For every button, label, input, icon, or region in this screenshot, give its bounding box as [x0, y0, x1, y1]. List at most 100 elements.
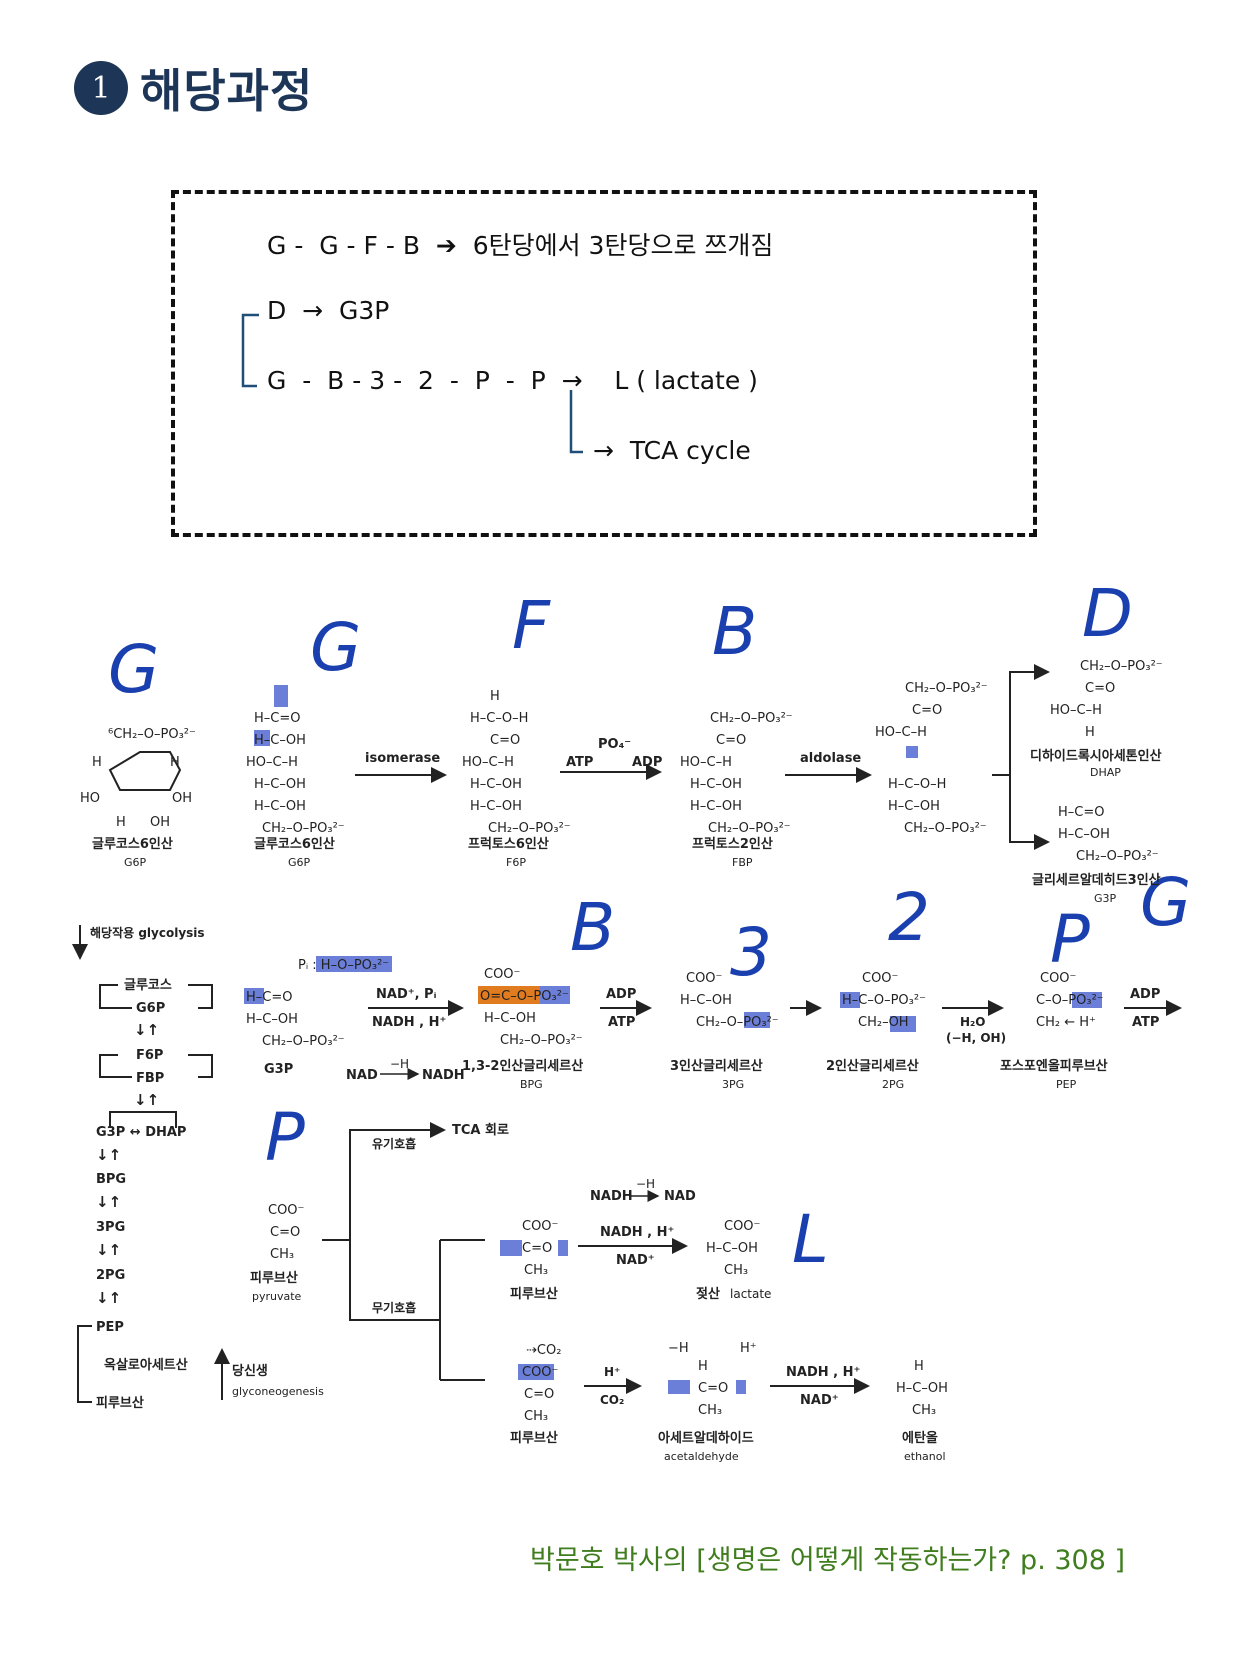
svg-text:H⁺: H⁺: [740, 1341, 757, 1356]
svg-text:COO⁻: COO⁻: [522, 1219, 558, 1234]
svg-text:H: H: [698, 1359, 708, 1374]
label-nad-row3: NAD: [664, 1189, 696, 1204]
label-nad-pi: NAD⁺, Pᵢ: [376, 987, 437, 1002]
hw-letter-p1: P: [1050, 901, 1090, 978]
fbp-chain-structure: CH₂–O–PO₃²⁻ C=O HO–C–H H–C–OH H–C–OH CH₂…: [680, 711, 793, 836]
svg-text:H–C–O–H: H–C–O–H: [470, 711, 528, 726]
svg-text:H: H: [170, 755, 180, 770]
3pg-structure: COO⁻ H–C–OH CH₂–O–PO₃²⁻: [680, 971, 779, 1030]
svg-text:H: H: [490, 689, 500, 704]
svg-text:C–O–PO₃²⁻: C–O–PO₃²⁻: [1036, 993, 1104, 1008]
hw-letter-g1: G: [108, 631, 159, 708]
svg-text:CH₃: CH₃: [524, 1409, 548, 1424]
svg-text:C=O: C=O: [698, 1381, 728, 1396]
sidebar-bracket-1b: [188, 984, 213, 1009]
svg-text:CH₃: CH₃: [270, 1247, 294, 1262]
svg-text:OH: OH: [150, 815, 170, 830]
label-anaerobic: 무기호흡: [372, 1300, 416, 1315]
svg-text:C=O: C=O: [270, 1225, 300, 1240]
label-nadh-h: NADH , H⁺: [372, 1015, 446, 1030]
svg-text:⇢CO₂: ⇢CO₂: [526, 1343, 561, 1358]
svg-text:H–C–OH: H–C–OH: [680, 993, 732, 1008]
svg-text:C=O: C=O: [490, 733, 520, 748]
sidebar-item-f6p: F6P: [136, 1048, 163, 1063]
phosphate-highlight: [316, 956, 392, 972]
svg-text:CH₂–O–PO₃²⁻: CH₂–O–PO₃²⁻: [500, 1033, 583, 1048]
hw-letter-f: F: [512, 587, 551, 664]
label-ethanol-ko: 에탄올: [902, 1430, 938, 1446]
dhap-structure: CH₂–O–PO₃²⁻ C=O HO–C–H H: [1050, 659, 1163, 740]
label-glucose6p-b-en: G6P: [288, 856, 311, 869]
label-nad-plus-row3: NAD⁺: [616, 1253, 655, 1268]
svg-text:Pᵢ : H–O–PO₃²⁻: Pᵢ : H–O–PO₃²⁻: [298, 958, 389, 973]
lactate-structure: COO⁻ H–C–OH CH₃: [706, 1219, 760, 1278]
label-bpg-en: BPG: [520, 1078, 543, 1091]
svg-text:H–C–OH: H–C–OH: [706, 1241, 758, 1256]
svg-text:COO⁻: COO⁻: [724, 1219, 760, 1234]
citation: 박문호 박사의 [생명은 어떻게 작동하는가? p. 308 ]: [530, 1545, 1126, 1576]
svg-text:CH₂–O–PO₃²⁻: CH₂–O–PO₃²⁻: [708, 821, 791, 836]
summary-line-1: G - G - F - B ➔ 6탄당에서 3탄당으로 쯔개짐: [267, 231, 774, 260]
label-f6p-en: F6P: [506, 856, 526, 869]
label-h2o: H₂O: [960, 1015, 986, 1029]
label-isomerase: isomerase: [365, 751, 440, 766]
svg-text:CH₂–O–PO₃²⁻: CH₂–O–PO₃²⁻: [488, 821, 571, 836]
svg-text:H–C–OH: H–C–OH: [1058, 827, 1110, 842]
section-number-badge: 1: [74, 61, 128, 115]
svg-text:H–C–OH: H–C–OH: [246, 1012, 298, 1027]
label-pep-en: PEP: [1056, 1078, 1077, 1091]
svg-text:−H: −H: [668, 1341, 689, 1356]
svg-text:HO: HO: [80, 791, 100, 806]
sidebar-item-fbp: FBP: [136, 1071, 164, 1086]
label-gluconeogenesis-en: glyconeogenesis: [232, 1385, 324, 1398]
label-nadh-row3: NADH: [590, 1189, 633, 1204]
label-glucose6p-b-ko: 글루코스6인산: [254, 836, 335, 852]
label-adp-row2b: ADP: [1130, 987, 1160, 1002]
label-acetaldehyde-ko: 아세트알데하이드: [658, 1430, 754, 1446]
svg-text:H–C–OH: H–C–OH: [254, 733, 306, 748]
label-nadh-h-row3: NADH , H⁺: [600, 1225, 674, 1240]
sidebar-pep-bracket: [77, 1325, 92, 1403]
svg-text:CH₂–O–PO₃²⁻: CH₂–O–PO₃²⁻: [262, 1034, 345, 1049]
ethanol-structure: H H–C–OH CH₃: [896, 1359, 948, 1418]
label-atp-row2: ATP: [608, 1015, 635, 1030]
svg-text:CH₃: CH₃: [698, 1403, 722, 1418]
hw-letter-g2: G: [310, 609, 361, 686]
sidebar-bracket-1: [99, 984, 132, 1009]
svg-text:⁶CH₂–O–PO₃²⁻: ⁶CH₂–O–PO₃²⁻: [108, 727, 196, 742]
summary-box: G - G - F - B ➔ 6탄당에서 3탄당으로 쯔개짐 D → G3P …: [171, 190, 1037, 537]
svg-text:H–C=O: H–C=O: [1058, 805, 1104, 820]
label-minus-h-oh: (−H, OH): [946, 1031, 1006, 1045]
svg-text:H–C–OH: H–C–OH: [888, 799, 940, 814]
pyruvate-ethanol-structure: ⇢CO₂ COO⁻ C=O CH₃: [518, 1343, 561, 1424]
acetaldehyde-structure: −H H⁺ H C=O CH₃: [668, 1341, 757, 1418]
sidebar-arrow-3: ↓↑: [96, 1146, 121, 1164]
sidebar-arrow-1: ↓↑: [134, 1021, 159, 1039]
svg-text:CH₂–O–PO₃²⁻: CH₂–O–PO₃²⁻: [262, 821, 345, 836]
label-g3p-ko: 글리세르알데히드3인산: [1032, 872, 1161, 888]
label-2pg-ko: 2인산글리세르산: [826, 1058, 919, 1074]
svg-text:O=C–O–PO₃²⁻: O=C–O–PO₃²⁻: [480, 989, 569, 1004]
label-nad-row2: NAD: [346, 1068, 378, 1083]
label-acetaldehyde-en: acetaldehyde: [664, 1450, 739, 1463]
summary-line-2: D → G3P: [267, 296, 390, 325]
hw-letter-b1: B: [712, 593, 757, 670]
svg-text:H–C=O: H–C=O: [246, 990, 292, 1005]
label-ethanol-en: ethanol: [904, 1450, 946, 1463]
label-co2-row3: CO₂: [600, 1393, 624, 1407]
sidebar-item-bpg: BPG: [96, 1172, 126, 1187]
label-pyruvate3: 피루브산: [510, 1430, 558, 1446]
g6p-chain-structure: H–C=O H–C–OH HO–C–H H–C–OH H–C–OH CH₂–O–…: [246, 685, 345, 836]
label-dhap-en: DHAP: [1090, 766, 1121, 779]
sidebar-item-2pg: 2PG: [96, 1268, 125, 1283]
svg-text:OH: OH: [172, 791, 192, 806]
svg-text:COO⁻: COO⁻: [522, 1365, 558, 1380]
summary-line-4: → TCA cycle: [593, 436, 751, 465]
label-f6p-ko: 프럭토스6인산: [468, 836, 549, 852]
sidebar-item-g6p: G6P: [136, 1001, 165, 1016]
label-atp-row1: ATP: [566, 755, 593, 770]
svg-text:CH₃: CH₃: [724, 1263, 748, 1278]
section-heading: 1 해당과정: [74, 58, 313, 118]
svg-text:CH₂–O–PO₃²⁻: CH₂–O–PO₃²⁻: [1076, 849, 1159, 864]
